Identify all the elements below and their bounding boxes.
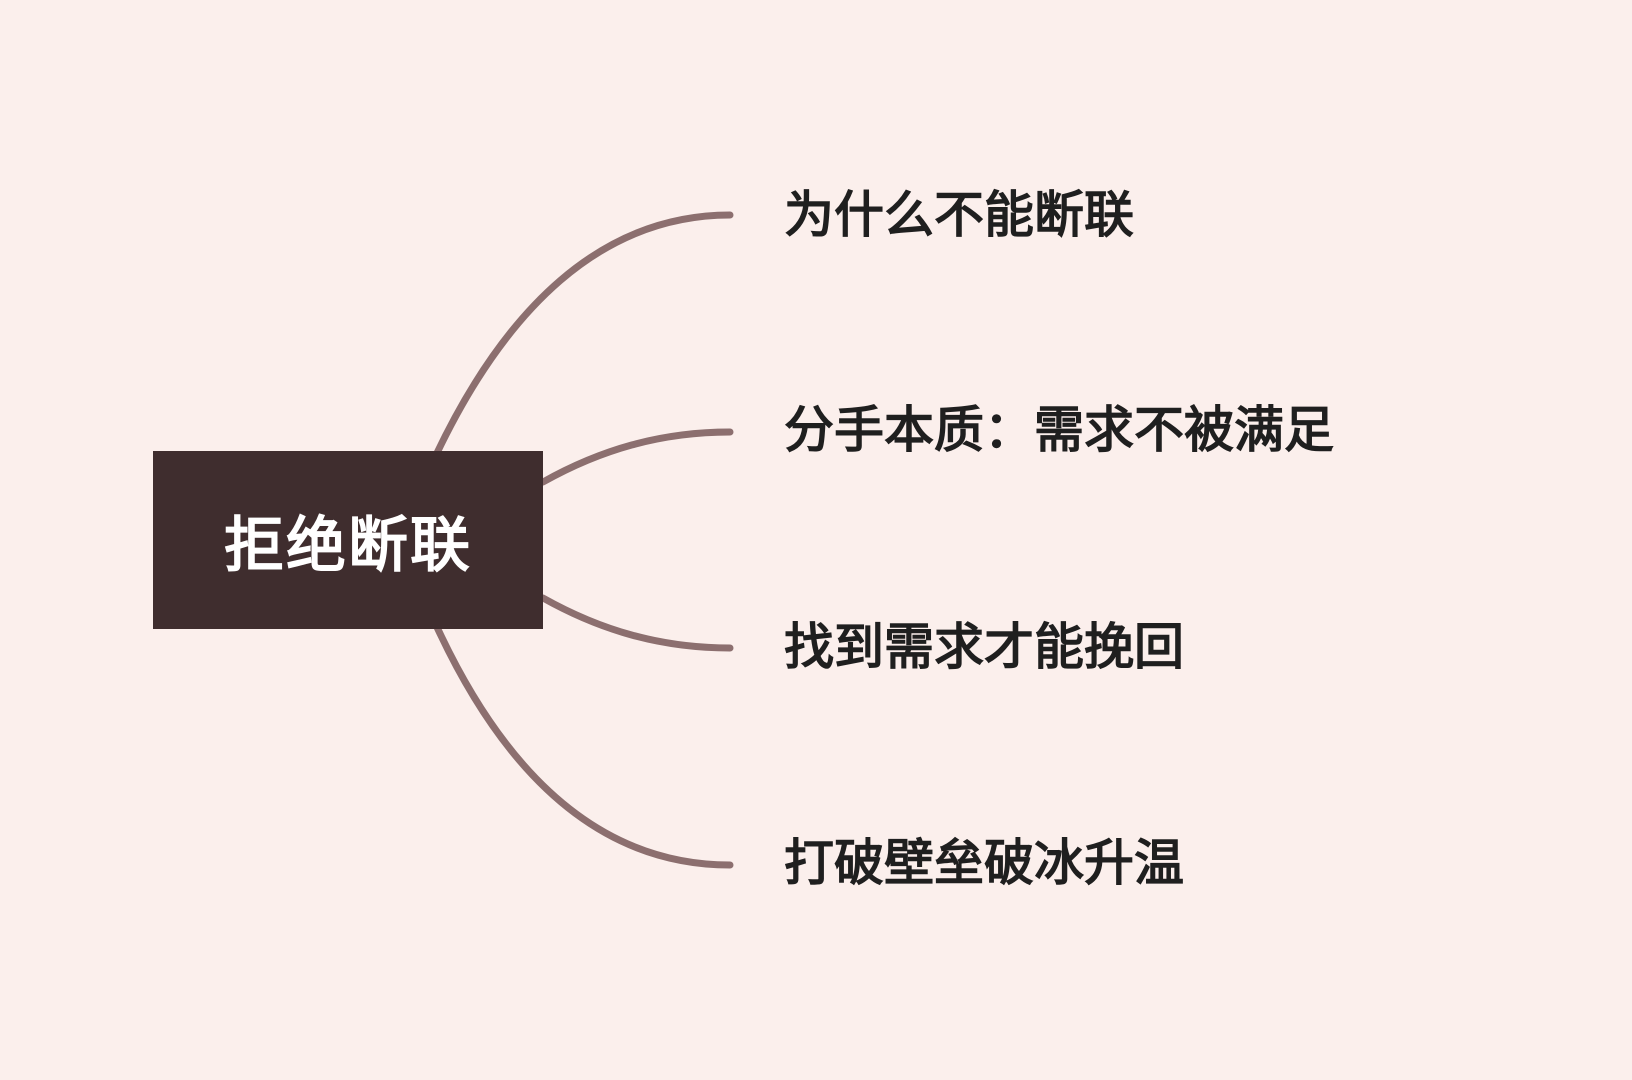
connector-branch-1 — [432, 211, 734, 459]
root-node[interactable]: 拒绝断联 — [153, 451, 543, 629]
branch-node-2[interactable]: 分手本质：需求不被满足 — [784, 401, 1334, 459]
branch-node-1[interactable]: 为什么不能断联 — [784, 186, 1134, 244]
connector-branch-4 — [432, 621, 734, 869]
branch-node-4[interactable]: 打破壁垒破冰升温 — [784, 834, 1184, 892]
root-node-label: 拒绝断联 — [224, 510, 472, 581]
connector-branch-2 — [539, 428, 734, 486]
connector-branch-3 — [539, 594, 734, 652]
branch-node-3[interactable]: 找到需求才能挽回 — [784, 618, 1184, 676]
